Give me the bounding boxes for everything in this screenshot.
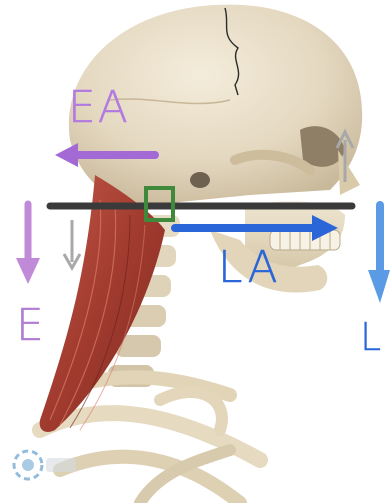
e-label: E — [16, 300, 44, 351]
la-label: LA — [218, 242, 282, 293]
ea-label: EA — [68, 82, 130, 133]
e-arrow — [16, 204, 40, 284]
l-label: L — [360, 315, 381, 359]
gray-arrow-down — [64, 220, 80, 268]
l-arrow — [368, 205, 390, 303]
